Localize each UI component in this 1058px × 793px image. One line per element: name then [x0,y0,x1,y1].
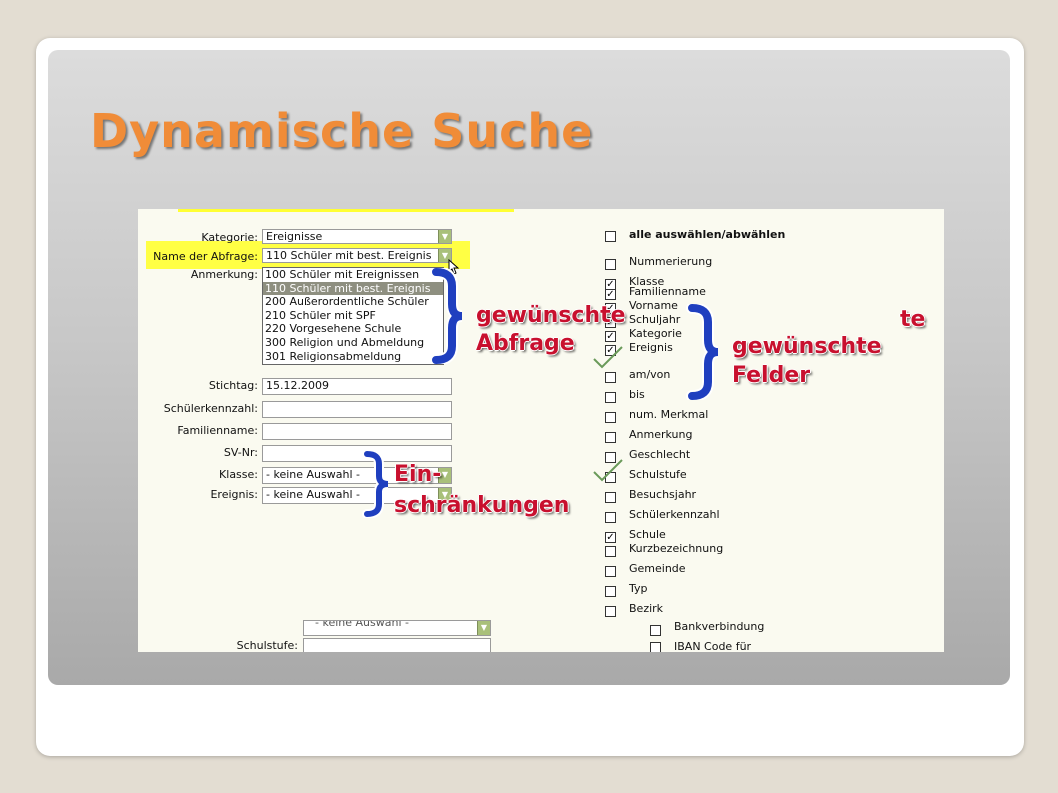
field-checkbox-label: Typ [629,582,648,595]
field-checkbox[interactable] [605,586,616,597]
field-checkbox[interactable] [605,492,616,503]
field-checkbox[interactable]: ✓ [605,532,616,543]
abfrage-label: Name der Abfrage: [153,250,258,263]
brace-abfrage-icon [430,268,463,364]
kategorie-label: Kategorie: [201,231,258,244]
bankverbindung-label: Bankverbindung [674,620,765,633]
kategorie-value: Ereignisse [266,230,323,243]
checkmark-icon [593,459,623,482]
schulstufe-label: Schulstufe: [236,639,298,652]
kategorie-select[interactable]: Ereignisse ▼ [262,229,452,244]
checkbox-bankverbindung[interactable] [650,625,661,636]
field-checkbox-label: Bezirk [629,602,664,615]
brace-einschraenkungen-icon [362,450,389,518]
yellow-bar [178,209,514,212]
annotation-einschraenkungen-1: Ein- [394,462,442,487]
stichtag-input[interactable]: 15.12.2009 [262,378,452,395]
familienname-input[interactable] [262,423,452,440]
field-checkbox-label: Ereignis [629,341,673,354]
ereignis-select[interactable]: - keine Auswahl - ▼ [262,487,452,504]
field-checkbox-label: Kurzbezeichnung [629,542,724,555]
dropdown-option[interactable]: 110 Schüler mit best. Ereignis [263,281,443,296]
field-checkbox-label: Schülerkennzahl [629,508,720,521]
schuelerkennzahl-label: Schülerkennzahl: [163,402,258,415]
checkbox-iban[interactable] [650,642,661,652]
dropdown-option[interactable]: 210 Schüler mit SPF [265,308,376,322]
dropdown-option[interactable]: 301 Religionsabmeldung [265,349,402,363]
chevron-down-icon[interactable]: ▼ [438,249,451,262]
dropdown-option[interactable]: 100 Schüler mit Ereignissen [265,268,420,281]
field-checkbox[interactable] [605,432,616,443]
field-checkbox[interactable] [605,546,616,557]
brace-felder-icon [686,304,719,400]
chevron-down-icon[interactable]: ▼ [438,468,451,483]
field-checkbox-label: Vorname [629,299,678,312]
field-checkbox-label: Schulstufe [629,468,687,481]
field-checkbox[interactable] [605,412,616,423]
stichtag-label: Stichtag: [208,379,258,392]
schulstufe-input[interactable] [303,638,491,652]
stichtag-value: 15.12.2009 [266,379,329,392]
field-checkbox-label: Kategorie [629,327,682,340]
annotation-hidden-fragment: te [900,307,926,332]
field-checkbox[interactable]: ✓ [605,331,616,342]
field-checkbox-label: am/von [629,368,671,381]
screenshot-panel: Kategorie: Ereignisse ▼ Name der Abfrage… [138,209,944,652]
klasse-label: Klasse: [219,468,258,481]
hidden-select[interactable]: - keine Auswahl - ▼ [303,620,491,636]
iban-label: IBAN Code für [674,640,752,652]
field-checkbox-label: Anmerkung [629,428,693,441]
field-checkbox-label: Gemeinde [629,562,686,575]
field-checkbox[interactable] [605,392,616,403]
field-checkbox-label: Nummerierung [629,255,713,268]
svnr-label: SV-Nr: [223,446,258,459]
dropdown-option[interactable]: 220 Vorgesehene Schule [265,322,402,336]
familienname-label: Familienname: [177,424,258,437]
field-checkbox-label: Geschlecht [629,448,691,461]
field-checkbox-label: Klasse [629,275,665,288]
field-checkbox[interactable] [605,566,616,577]
field-checkbox-label: Besuchsjahr [629,488,697,501]
field-checkbox-label: Schule [629,528,666,541]
abfrage-select[interactable]: 110 Schüler mit best. Ereignis ▼ [262,248,452,263]
chevron-down-icon[interactable]: ▼ [438,230,451,243]
dropdown-option[interactable]: 300 Religion und Abmeldung [265,335,425,349]
annotation-felder-2: Felder [732,363,811,388]
svnr-input[interactable] [262,445,452,462]
field-checkbox[interactable]: ✓ [605,303,616,314]
field-checkbox[interactable] [605,452,616,463]
field-checkbox[interactable] [605,606,616,617]
field-checkbox-label: Familienname [629,285,706,298]
annotation-felder-1: gewünschte [732,334,882,359]
annotation-einschraenkungen-2: schränkungen [394,493,570,518]
field-checkbox[interactable]: ✓ [605,289,616,300]
field-checkbox[interactable]: ✓ [605,317,616,328]
chevron-down-icon[interactable]: ▼ [477,621,490,635]
checkmark-icon [593,346,623,369]
slide-title: Dynamische Suche [90,104,594,158]
select-all-label: alle auswählen/abwählen [629,228,786,241]
field-checkbox-label: bis [629,388,645,401]
klasse-value: - keine Auswahl - [266,468,360,481]
field-checkbox[interactable] [605,512,616,523]
field-checkbox-label: Schuljahr [629,313,681,326]
klasse-select[interactable]: - keine Auswahl - ▼ [262,467,452,484]
field-checkbox[interactable] [605,372,616,383]
dropdown-option[interactable]: 200 Außerordentliche Schüler [265,295,429,309]
hidden-select-value: - keine Auswahl - [315,620,409,629]
ereignis-label: Ereignis: [210,488,258,501]
field-checkbox[interactable] [605,259,616,270]
ereignis-value: - keine Auswahl - [266,488,360,501]
field-checkbox-label: num. Merkmal [629,408,709,421]
anmerkung-label: Anmerkung: [190,268,258,281]
schuelerkennzahl-input[interactable] [262,401,452,418]
annotation-abfrage-1: gewünschte [476,303,626,328]
select-all-checkbox[interactable] [605,231,616,242]
annotation-abfrage-2: Abfrage [476,331,575,356]
abfrage-value: 110 Schüler mit best. Ereignis [266,249,432,262]
chevron-down-icon[interactable]: ▼ [438,488,451,503]
field-checkbox[interactable]: ✓ [605,345,616,356]
